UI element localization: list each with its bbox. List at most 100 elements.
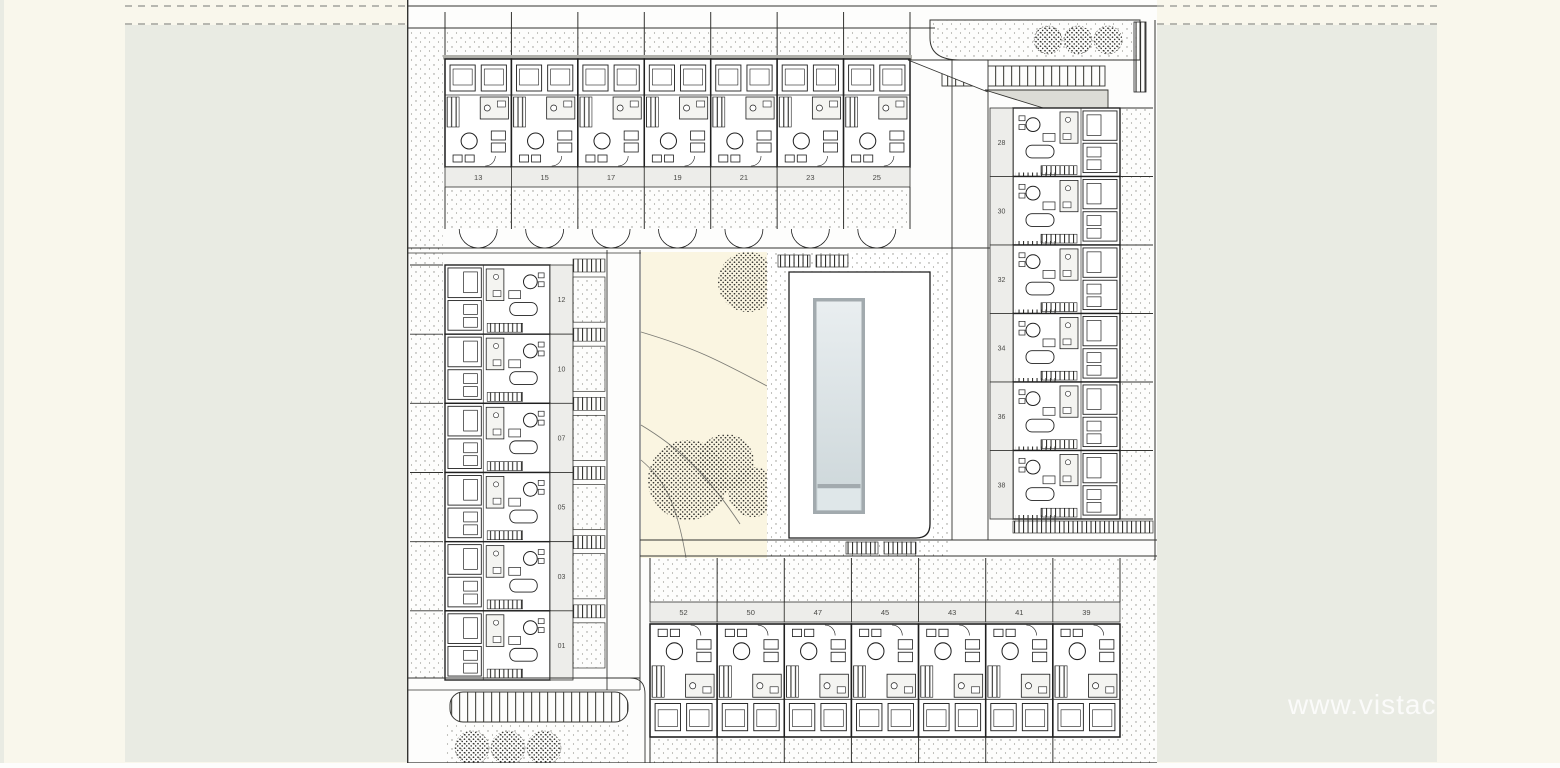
unit-38	[1012, 449, 1121, 520]
unit-36-label: 36	[989, 381, 1014, 451]
unit-plan	[1012, 312, 1121, 383]
unit-28	[1012, 107, 1121, 178]
unit-plan	[1012, 381, 1121, 452]
unit-plan	[444, 58, 513, 168]
svg-text:01: 01	[558, 643, 566, 650]
bottom-white-strip	[0, 763, 1560, 768]
svg-text:36: 36	[998, 414, 1006, 421]
unit-plan	[1012, 449, 1121, 520]
unit-25	[842, 58, 911, 168]
south-road	[640, 539, 1157, 557]
unit-41	[984, 623, 1054, 738]
svg-text:03: 03	[558, 574, 566, 581]
backdrop-right-panel: www.vistaca	[1157, 25, 1437, 762]
dashed-line	[125, 5, 407, 7]
courtyard-stairs	[777, 254, 917, 555]
unit-43-label: 43	[918, 601, 987, 623]
unit-13	[444, 58, 513, 168]
unit-plan	[850, 623, 920, 738]
unit-17	[577, 58, 646, 168]
svg-text:43: 43	[948, 608, 956, 617]
tree	[1063, 25, 1093, 55]
svg-text:30: 30	[998, 208, 1006, 215]
tree	[1093, 25, 1123, 55]
svg-text:21: 21	[740, 173, 748, 182]
unit-12-label: 12	[549, 264, 574, 335]
unit-plan	[709, 58, 778, 168]
unit-plan	[776, 58, 845, 168]
unit-47-label: 47	[783, 601, 852, 623]
svg-text:32: 32	[998, 277, 1006, 284]
unit-50-label: 50	[716, 601, 785, 623]
svg-text:10: 10	[558, 366, 566, 373]
parking-bottom-left	[445, 677, 646, 766]
unit-23-label: 23	[776, 166, 844, 188]
unit-10	[444, 333, 551, 405]
tree	[1033, 25, 1063, 55]
unit-39-label: 39	[1052, 601, 1121, 623]
tree	[718, 252, 778, 312]
unit-32	[1012, 244, 1121, 315]
svg-text:19: 19	[673, 173, 681, 182]
svg-text:07: 07	[558, 435, 566, 442]
unit-plan	[716, 623, 786, 738]
unit-plan	[1012, 175, 1121, 246]
garden-trees	[648, 252, 778, 520]
unit-plan	[643, 58, 712, 168]
svg-text:38: 38	[998, 482, 1006, 489]
unit-43	[917, 623, 987, 738]
unit-plan	[444, 264, 551, 335]
unit-50	[716, 623, 786, 738]
svg-text:41: 41	[1015, 608, 1023, 617]
unit-52-label: 52	[649, 601, 718, 623]
svg-text:39: 39	[1082, 608, 1090, 617]
unit-plan	[444, 333, 551, 405]
backdrop-left-panel	[125, 25, 407, 762]
tree	[728, 467, 778, 517]
svg-text:47: 47	[814, 608, 822, 617]
tree	[454, 730, 490, 766]
svg-text:45: 45	[881, 608, 889, 617]
unit-07	[444, 402, 551, 474]
unit-plan	[1012, 244, 1121, 315]
svg-text:13: 13	[474, 173, 482, 182]
dashed-line	[1157, 5, 1437, 7]
tree	[526, 730, 562, 766]
unit-05-label: 05	[549, 472, 574, 543]
unit-39	[1052, 623, 1121, 738]
dashed-line	[125, 23, 407, 25]
unit-plan	[444, 540, 551, 612]
unit-25-label: 25	[843, 166, 911, 188]
unit-plan	[444, 471, 551, 543]
unit-19	[643, 58, 712, 168]
unit-plan	[783, 623, 853, 738]
unit-17-label: 17	[577, 166, 645, 188]
unit-36	[1012, 381, 1121, 452]
unit-03-label: 03	[549, 541, 574, 612]
unit-12	[444, 264, 551, 335]
unit-plan	[444, 402, 551, 474]
unit-plan	[1052, 623, 1121, 738]
svg-text:17: 17	[607, 173, 615, 182]
tree	[490, 730, 526, 766]
unit-45	[850, 623, 920, 738]
watermark: www.vistaca	[1288, 689, 1437, 720]
unit-34	[1012, 312, 1121, 383]
unit-41-label: 41	[985, 601, 1054, 623]
dashed-line	[1157, 23, 1437, 25]
unit-38-label: 38	[989, 450, 1014, 520]
unit-45-label: 45	[851, 601, 919, 623]
unit-plan	[917, 623, 987, 738]
swimming-pool	[813, 298, 865, 514]
unit-30-label: 30	[989, 176, 1014, 246]
unit-52	[649, 623, 718, 738]
unit-plan	[1012, 107, 1121, 178]
svg-text:05: 05	[558, 505, 566, 512]
courtyard	[640, 252, 950, 559]
svg-text:15: 15	[540, 173, 548, 182]
